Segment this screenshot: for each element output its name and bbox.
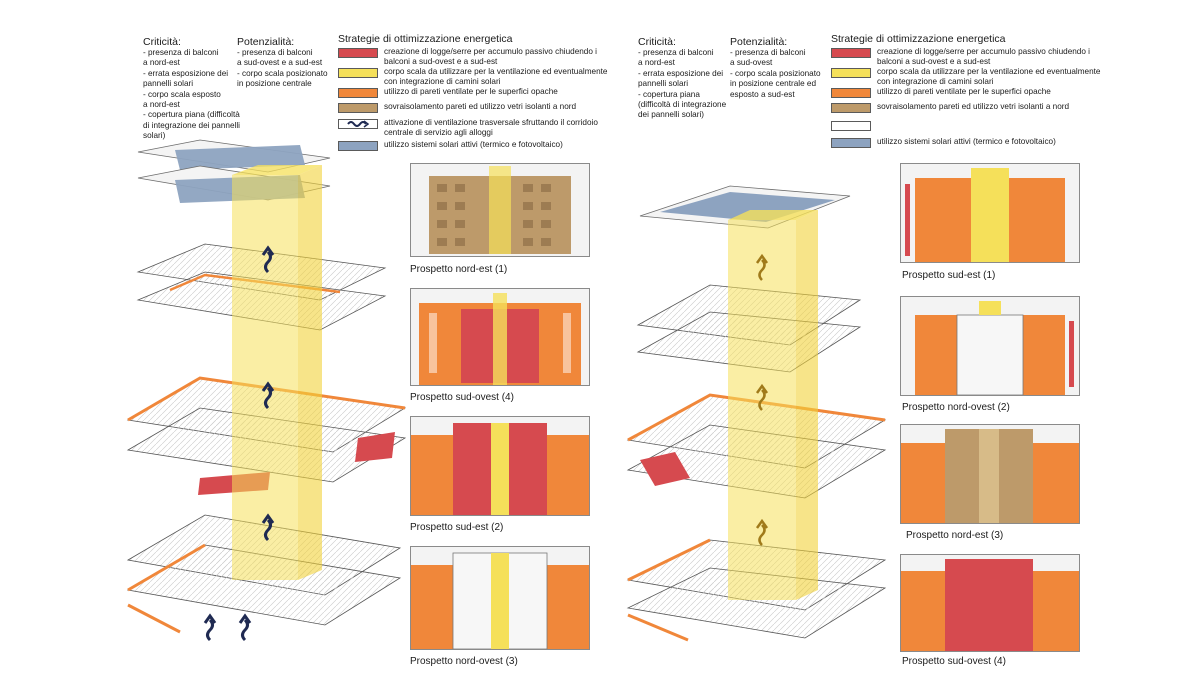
blue-swatch — [831, 138, 871, 148]
legend-text: sovraisolamento pareti ed utilizzo vetri… — [384, 102, 577, 111]
legend-row — [831, 120, 1117, 131]
stair-core — [232, 165, 322, 580]
strategie-title: Strategie di ottimizzazione energetica — [338, 33, 513, 45]
orange-swatch — [338, 88, 378, 98]
legend-text: sovraisolamento pareti ed utilizzo vetri… — [877, 102, 1070, 111]
wave-icon — [338, 119, 378, 129]
legend-text: utilizzo di pareti ventilate per le supe… — [877, 87, 1051, 96]
brown-swatch — [831, 103, 871, 113]
elevation-sud-ovest — [410, 288, 590, 386]
elevation-label: Prospetto sud-est (2) — [410, 522, 504, 533]
elevation-nord-ovest — [410, 546, 590, 650]
legend-text: utilizzo sistemi solari attivi (termico … — [384, 140, 563, 149]
legend-text: creazione di logge/serre per accumulo pa… — [877, 47, 1090, 67]
yellow-swatch — [831, 68, 871, 78]
blue-swatch — [338, 141, 378, 151]
elevation-label: Prospetto sud-ovest (4) — [410, 392, 514, 403]
strategy-legend: creazione di logge/serre per accumulo pa… — [338, 47, 607, 157]
legend-text: attivazione di ventilazione trasversale … — [384, 118, 598, 138]
legend-text: utilizzo sistemi solari attivi (termico … — [877, 137, 1056, 146]
potenzialita-list: - presenza di balconi a sud-ovest e a su… — [237, 48, 328, 89]
elevation-nord-est — [900, 424, 1080, 524]
elevation-label: Prospetto nord-ovest (2) — [902, 402, 1010, 413]
elevation-sud-est — [410, 416, 590, 516]
yellow-swatch — [338, 68, 378, 78]
left-panel: Criticità: - presenza di balconi a nord-… — [126, 33, 607, 667]
legend-row: corpo scala da utilizzare per la ventila… — [831, 67, 1117, 87]
elevation-label: Prospetto sud-est (1) — [902, 270, 996, 281]
legend-row: creazione di logge/serre per accumulo pa… — [831, 47, 1117, 67]
legend-row: utilizzo sistemi solari attivi (termico … — [338, 140, 624, 151]
red-swatch — [338, 48, 378, 58]
stair-core — [728, 210, 818, 600]
orange-swatch — [831, 88, 871, 98]
legend-row: creazione di logge/serre per accumulo pa… — [338, 47, 624, 67]
roof-slab — [639, 185, 851, 229]
elevation-label: Prospetto nord-est (3) — [906, 530, 1004, 541]
legend-row: attivazione di ventilazione trasversale … — [338, 118, 624, 138]
legend-text: utilizzo di pareti ventilate per le supe… — [384, 87, 558, 96]
legend-text: corpo scala da utilizzare per la ventila… — [384, 67, 608, 87]
elevation-nord-est — [410, 163, 590, 257]
elevation-label: Prospetto nord-ovest (3) — [410, 656, 518, 667]
elevation-label: Prospetto nord-est (1) — [410, 264, 508, 275]
elevation-sud-est — [900, 163, 1080, 263]
legend-row: sovraisolamento pareti ed utilizzo vetri… — [831, 102, 1117, 113]
legend-text: corpo scala da utilizzare per la ventila… — [877, 67, 1101, 87]
legend-row: sovraisolamento pareti ed utilizzo vetri… — [338, 102, 624, 113]
strategy-legend: creazione di logge/serre per accumulo pa… — [831, 47, 1100, 157]
ventilation-arrow — [755, 253, 769, 546]
criticita-title: Criticità: — [143, 36, 181, 48]
elevation-label: Prospetto sud-ovest (4) — [902, 656, 1006, 667]
criticita-title: Criticità: — [638, 36, 676, 48]
red-swatch — [831, 48, 871, 58]
legend-text: creazione di logge/serre per accumulo pa… — [384, 47, 597, 67]
elevation-sud-ovest — [900, 554, 1080, 652]
legend-row: utilizzo sistemi solari attivi (termico … — [831, 137, 1117, 148]
right-panel: Criticità: - presenza di balconi a nord-… — [600, 0, 1200, 700]
elevation-nord-ovest — [900, 296, 1080, 396]
axonometric-exploded-view — [126, 139, 407, 642]
potenzialita-title: Potenzialità: — [237, 36, 295, 48]
criticita-list: - presenza di balconi a nord-est - errat… — [143, 48, 240, 141]
axonometric-exploded-view — [626, 185, 887, 642]
ventilation-arrow — [203, 245, 275, 642]
legend-row: utilizzo di pareti ventilate per le supe… — [338, 87, 624, 98]
legend-row: utilizzo di pareti ventilate per le supe… — [831, 87, 1117, 98]
potenzialita-title: Potenzialità: — [730, 36, 788, 48]
legend-row: corpo scala da utilizzare per la ventila… — [338, 67, 624, 87]
strategie-title: Strategie di ottimizzazione energetica — [831, 33, 1006, 45]
criticita-list: - presenza di balconi a nord-est - errat… — [638, 48, 727, 120]
brown-swatch — [338, 103, 378, 113]
potenzialita-list: - presenza di balconi a sud-ovest - corp… — [730, 48, 821, 99]
empty-swatch — [831, 121, 871, 131]
